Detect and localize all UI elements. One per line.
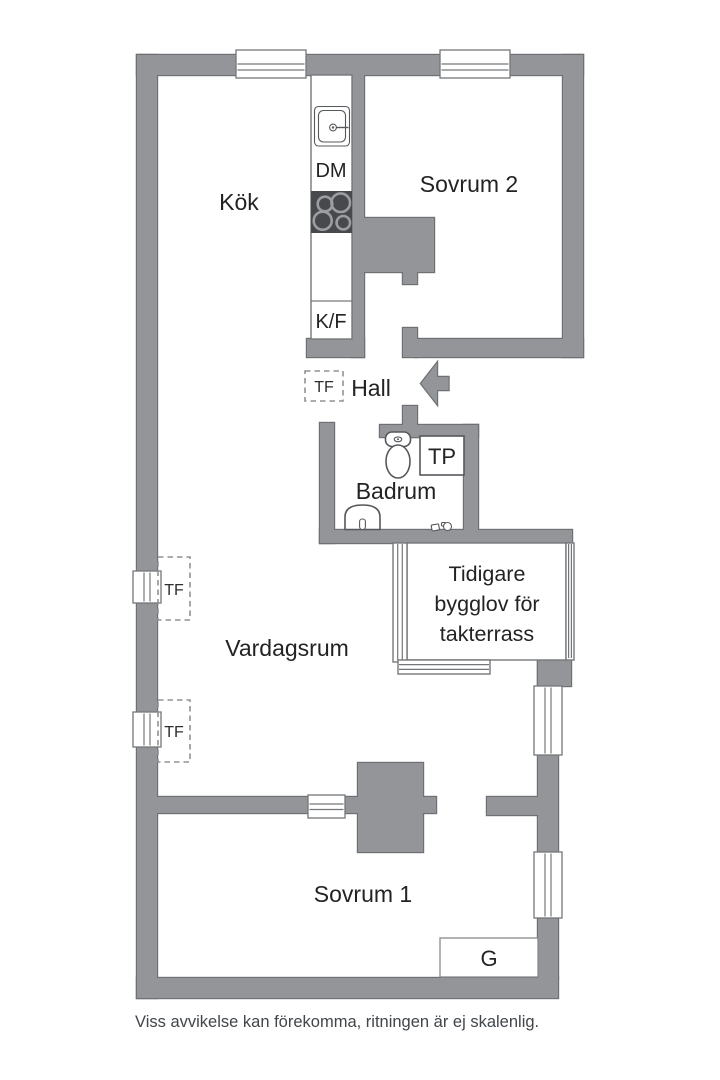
kitchen-counter (310, 74, 353, 340)
vent-markers (157, 370, 344, 763)
label-washer-dryer: TP (428, 444, 456, 469)
window (439, 49, 511, 79)
label-hall: Hall (351, 375, 391, 401)
wardrobe-box (439, 937, 539, 978)
label-terrace-line2: bygglov för (434, 592, 539, 616)
label-kitchen: Kök (219, 189, 259, 215)
window (132, 711, 162, 748)
label-bedroom1: Sovrum 1 (314, 881, 412, 907)
terrace-glazing-bottom (397, 659, 491, 675)
label-fridge-freezer: K/F (315, 311, 346, 333)
bathroom-fixtures (344, 431, 465, 532)
labels: Kök Sovrum 2 DM K/F Hall TF TP Badrum Ti… (135, 160, 540, 1031)
washer-dryer-box (419, 435, 465, 476)
window (533, 685, 563, 756)
window (235, 49, 307, 79)
windows (132, 49, 563, 919)
vent-box-hall (304, 370, 344, 402)
washbasin-icon (344, 504, 381, 531)
label-tf-hall: TF (314, 379, 334, 396)
disclaimer-text: Viss avvikelse kan förekomma, ritningen … (135, 1013, 539, 1031)
label-terrace-line3: takterrass (440, 622, 534, 646)
window (132, 570, 162, 604)
toilet-icon (384, 431, 412, 479)
label-living-room: Vardagsrum (225, 635, 349, 661)
label-terrace-line1: Tidigare (449, 562, 526, 586)
label-tf-lower: TF (164, 724, 184, 741)
label-bathroom: Badrum (356, 478, 437, 504)
label-wardrobe: G (480, 946, 497, 971)
stove-icon (311, 191, 352, 233)
vent-box-lower (157, 699, 191, 763)
terrace-floor (406, 542, 567, 661)
terrace-area (392, 542, 575, 675)
interior-window (307, 794, 346, 819)
label-bedroom2: Sovrum 2 (420, 171, 518, 197)
window (533, 851, 563, 919)
label-dishwasher: DM (315, 160, 346, 182)
label-tf-upper: TF (164, 582, 184, 599)
terrace-glazing-left (392, 542, 408, 663)
kitchen-sink-icon (313, 105, 351, 147)
tap-valve-icon (430, 521, 453, 532)
terrace-glazing-right (565, 542, 575, 661)
